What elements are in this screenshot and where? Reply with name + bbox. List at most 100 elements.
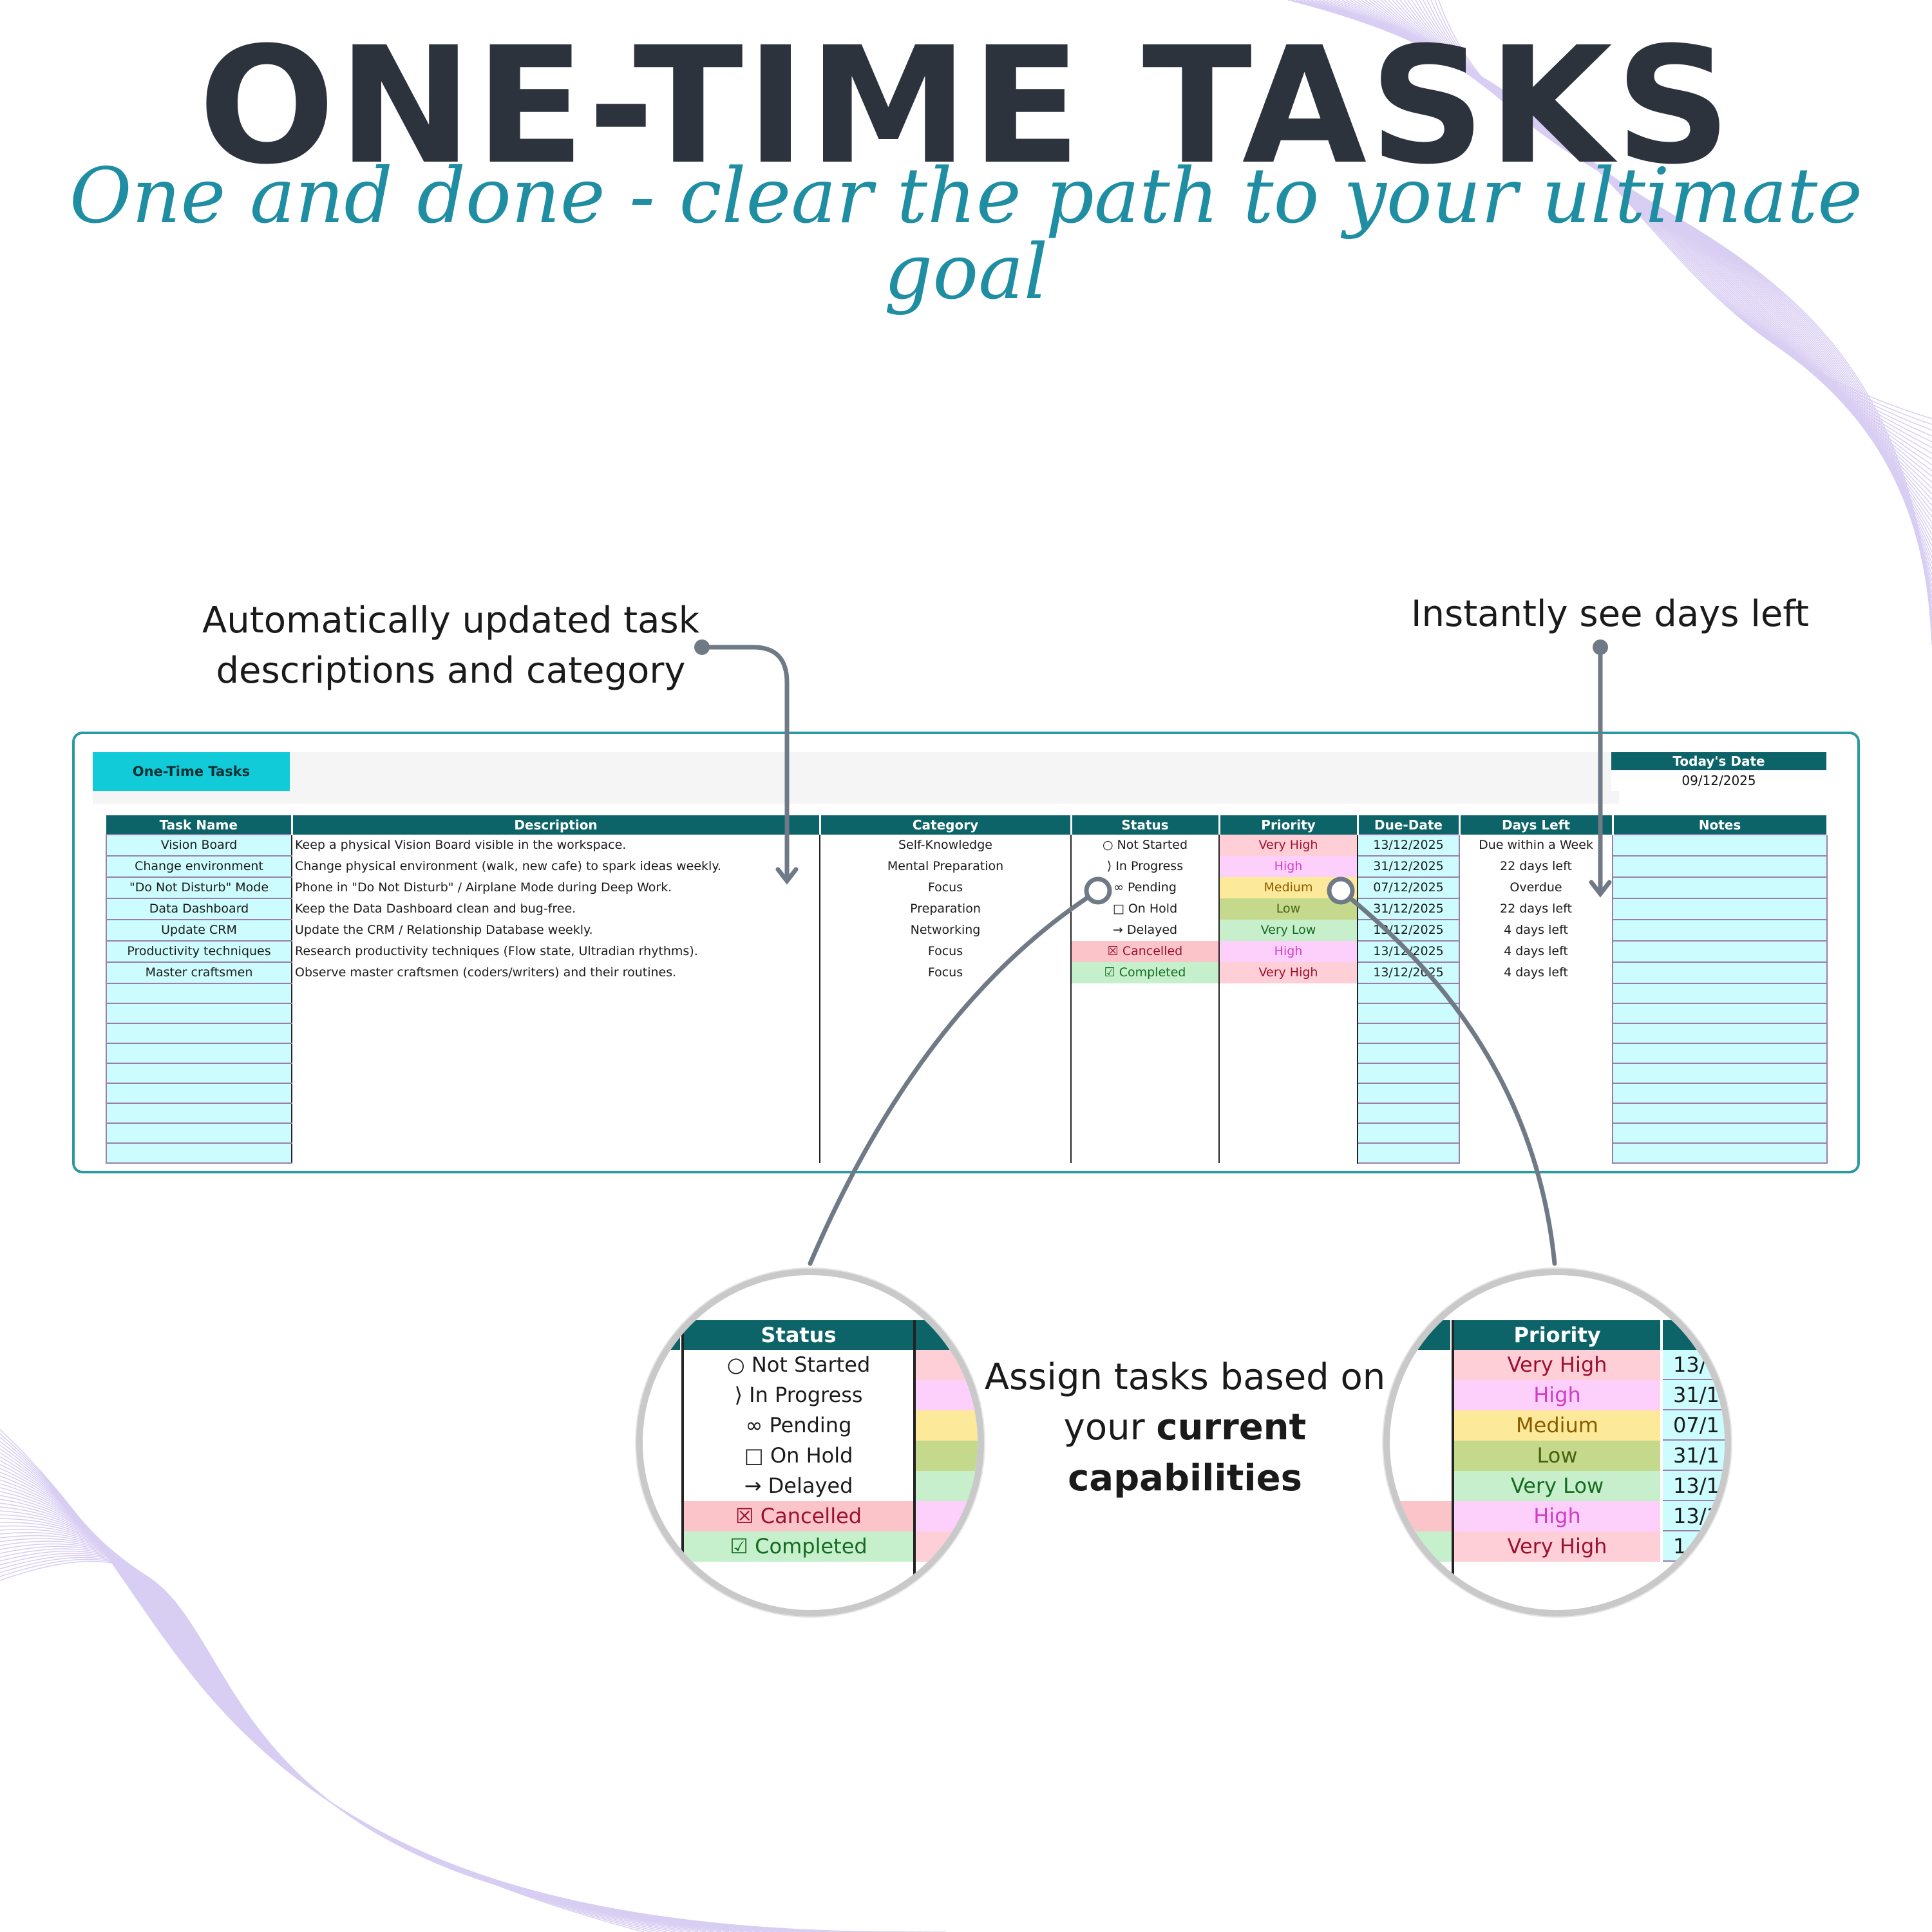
cell-days-left[interactable]: 4 days left [1504,923,1568,937]
cell-days-left[interactable]: Due within a Week [1479,838,1593,852]
cell-notes[interactable] [1612,1142,1828,1164]
cell-priority[interactable] [1219,1043,1358,1063]
cell-notes[interactable] [1612,919,1828,942]
cell-task-name[interactable]: Change environment [106,855,292,878]
cell-task-name[interactable] [106,1063,292,1084]
cell-category[interactable] [820,1023,1072,1043]
cell-priority[interactable] [1219,1063,1358,1083]
cell-due-date[interactable] [1357,983,1460,1004]
cell-due-date[interactable]: 13/12/2025 [1357,919,1460,942]
cell-days-left[interactable]: 4 days left [1504,965,1568,980]
cell-due-date[interactable]: 13/12/2025 [1357,834,1460,857]
cell-description[interactable]: Keep a physical Vision Board visible in … [292,835,820,856]
cell-days-left[interactable] [1459,1063,1613,1083]
cell-notes[interactable] [1612,983,1828,1004]
today-date-value[interactable]: 09/12/2025 [1611,770,1826,791]
cell-task-name[interactable] [106,1122,292,1144]
cell-task-name[interactable] [106,1003,292,1024]
cell-due-date[interactable]: 07/12/2025 [1357,876,1460,899]
col-header-notes[interactable]: Notes [1613,815,1828,835]
cell-days-left[interactable] [1459,1003,1613,1023]
sheet-title[interactable]: One-Time Tasks [93,752,290,791]
cell-priority[interactable] [1219,1083,1358,1103]
cell-due-date[interactable] [1357,1122,1460,1144]
cell-task-name[interactable] [106,1083,292,1104]
cell-due-date[interactable]: 31/12/2025 [1357,898,1460,920]
cell-description[interactable] [292,983,820,1003]
col-header-due-date[interactable]: Due-Date [1358,815,1461,835]
cell-days-left[interactable]: Overdue [1510,880,1562,895]
cell-status[interactable] [1071,1043,1220,1063]
cell-due-date[interactable] [1357,1103,1460,1124]
cell-description[interactable]: Update the CRM / Relationship Database w… [292,920,820,941]
cell-notes[interactable] [1612,876,1828,899]
cell-task-name[interactable]: "Do Not Disturb" Mode [106,876,292,899]
cell-priority[interactable] [1219,1123,1358,1143]
cell-category[interactable] [820,1103,1072,1123]
cell-days-left[interactable]: 22 days left [1500,859,1572,873]
cell-task-name[interactable]: Master craftsmen [106,961,292,984]
col-header-category[interactable]: Category [820,815,1072,835]
cell-status[interactable] [1071,1063,1220,1083]
cell-notes[interactable] [1612,1122,1828,1144]
cell-task-name[interactable]: Data Dashboard [106,898,292,920]
cell-due-date[interactable] [1357,1003,1460,1024]
cell-priority[interactable] [1219,983,1358,1003]
cell-due-date[interactable] [1357,1063,1460,1084]
cell-status[interactable]: ∞ Pending [1071,877,1220,898]
cell-priority[interactable]: Very High [1219,835,1358,856]
col-header-priority[interactable]: Priority [1219,815,1359,835]
cell-description[interactable] [292,1023,820,1043]
cell-days-left[interactable]: 4 days left [1504,944,1568,958]
col-header-status[interactable]: Status [1071,815,1220,835]
cell-notes[interactable] [1612,1023,1828,1044]
cell-category[interactable] [820,1143,1072,1163]
cell-priority[interactable]: Medium [1219,877,1358,898]
cell-priority[interactable] [1219,1003,1358,1023]
cell-status[interactable] [1071,1103,1220,1123]
cell-status[interactable] [1071,983,1220,1003]
cell-status[interactable] [1071,1003,1220,1023]
cell-notes[interactable] [1612,1003,1828,1024]
cell-category[interactable] [820,983,1072,1003]
cell-status[interactable]: → Delayed [1071,920,1220,941]
cell-category[interactable]: Focus [820,962,1072,983]
col-header-days-left[interactable]: Days Left [1459,815,1614,835]
cell-task-name[interactable]: Productivity techniques [106,940,292,963]
cell-description[interactable] [292,1123,820,1143]
cell-days-left[interactable] [1459,1143,1613,1163]
cell-description[interactable]: Change physical environment (walk, new c… [292,856,820,877]
cell-status[interactable] [1071,1083,1220,1103]
cell-notes[interactable] [1612,1083,1828,1104]
cell-description[interactable]: Observe master craftsmen (coders/writers… [292,962,820,983]
cell-description[interactable]: Keep the Data Dashboard clean and bug-fr… [292,898,820,920]
cell-description[interactable] [292,1103,820,1123]
cell-priority[interactable]: Low [1219,898,1358,920]
cell-task-name[interactable] [106,1103,292,1124]
cell-category[interactable]: Focus [820,877,1072,898]
cell-task-name[interactable]: Vision Board [106,834,292,857]
cell-priority[interactable]: Very High [1219,962,1358,983]
cell-category[interactable] [820,1123,1072,1143]
cell-category[interactable]: Networking [820,920,1072,941]
cell-notes[interactable] [1612,1043,1828,1064]
cell-status[interactable] [1071,1123,1220,1143]
cell-priority[interactable] [1219,1023,1358,1043]
cell-description[interactable] [292,1063,820,1083]
cell-days-left[interactable] [1459,1043,1613,1063]
cell-due-date[interactable]: 13/12/2025 [1357,940,1460,963]
cell-notes[interactable] [1612,855,1828,878]
col-header-description[interactable]: Description [292,815,821,835]
cell-status[interactable]: ○ Not Started [1071,835,1220,856]
cell-priority[interactable]: High [1219,941,1358,962]
cell-category[interactable] [820,1083,1072,1103]
cell-status[interactable]: ☑ Completed [1071,962,1220,983]
cell-status[interactable]: □ On Hold [1071,898,1220,920]
cell-task-name[interactable] [106,1023,292,1044]
cell-days-left[interactable] [1459,1083,1613,1103]
cell-category[interactable]: Self-Knowledge [820,835,1072,856]
cell-task-name[interactable] [106,983,292,1004]
cell-task-name[interactable] [106,1043,292,1064]
cell-due-date[interactable]: 31/12/2025 [1357,855,1460,878]
cell-notes[interactable] [1612,1063,1828,1084]
